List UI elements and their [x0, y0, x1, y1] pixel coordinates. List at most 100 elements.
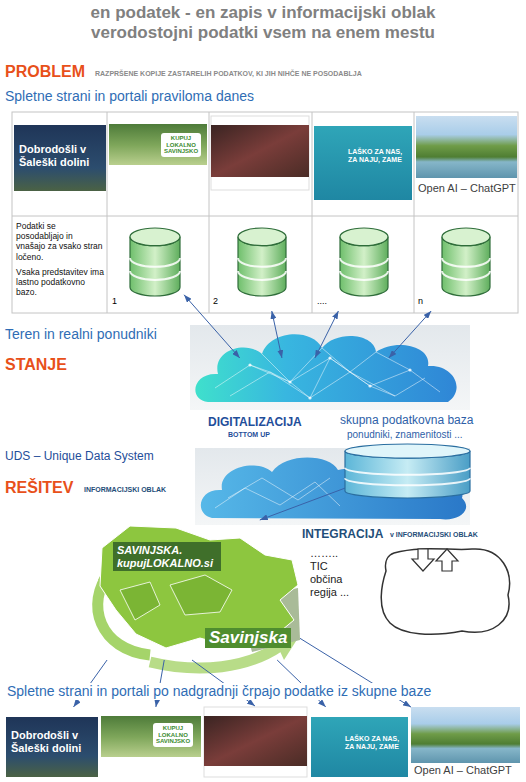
database-cylinder: n [416, 222, 492, 311]
website-screenshot: KUPUJ LOKALNO SAVINJSKO [109, 115, 207, 191]
screenshot-text: Dobrodošli v Šaleški dolini [19, 143, 101, 169]
cloud-illustration [288, 380, 291, 383]
database-symbol [345, 468, 470, 475]
website-screenshot: LAŠKO ZA NAS, ZA NAJU, ZAME [311, 707, 408, 777]
screenshot-text: Dobrodošli v Šaleški dolini [11, 729, 93, 755]
callout-number: n [418, 296, 423, 307]
database-subheading: ponudniki, znamenitosti ... [347, 429, 463, 441]
section-heading: PROBLEM [5, 62, 85, 81]
website-screenshot [204, 716, 307, 766]
callout-number: .... [317, 296, 327, 307]
database-symbol [340, 258, 388, 267]
database-symbol [130, 228, 180, 246]
table-grid [12, 112, 518, 313]
section-heading: STANJE [5, 355, 67, 374]
cloud-illustration [308, 396, 311, 399]
database-symbol [130, 271, 180, 280]
connector-arrow [315, 311, 339, 358]
table-grid [107, 112, 108, 313]
system-name: UDS – Unique Data System [5, 449, 154, 463]
row-heading: Spletne strani in portali praviloma dane… [5, 88, 254, 105]
screenshot-caption: Open AI – ChatGPT [418, 182, 517, 195]
cloud-illustration [230, 372, 425, 398]
website-screenshot: KUPUJ LOKALNO SAVINJSKO [101, 707, 201, 777]
screenshot-text: KUPUJ LOKALNO SAVINJSKO [153, 723, 193, 747]
section-note: INFORMACIJSKI OBLAK [84, 486, 166, 494]
map-illustration [100, 526, 298, 648]
cloud-illustration [195, 448, 470, 525]
integration-outline [381, 549, 509, 635]
database-symbol [416, 222, 492, 311]
database-heading: skupna podatkovna baza [340, 413, 473, 427]
website-screenshot: Open AI – ChatGPT [411, 707, 520, 780]
region-map: SAVINJSKA. kupujLOKALNO.siSavinjska [95, 520, 300, 660]
box-subheading: v INFORMACIJSKI OBLAK [390, 531, 478, 539]
box-list: …….. TIC občina regija ... [310, 547, 354, 599]
cloud-illustration [195, 334, 456, 402]
database-symbol [110, 222, 184, 311]
subtitle: verodostojni podatki vsem na enem mestu [0, 23, 526, 43]
cloud-illustration [408, 368, 411, 371]
database-symbol [345, 444, 472, 498]
table-grid [12, 112, 518, 313]
database-symbol [238, 228, 286, 246]
connector-arrow [260, 488, 345, 520]
connector-arrow [272, 311, 282, 358]
cloud-subheading: BOTTOM UP [228, 431, 270, 439]
screenshot-caption: Open AI – ChatGPT [414, 764, 518, 777]
database-symbol [442, 271, 490, 280]
box-heading: INTEGRACIJA [302, 527, 383, 541]
map-illustration [170, 575, 232, 615]
table-cell: Vsaka predstavitev ima lastno podatkovno… [16, 267, 104, 298]
website-screenshot [211, 125, 309, 177]
data-cloud: DIGITALIZACIJABOTTOM UP [232, 358, 450, 408]
website-screenshot [204, 707, 307, 777]
cloud-illustration [248, 363, 251, 366]
screenshot-text: LAŠKO ZA NAS, ZA NAJU, ZAME [345, 735, 403, 752]
database-cylinder: 1 [110, 222, 184, 311]
row-heading: Spletne strani in portali po nadgradnji … [5, 683, 433, 700]
database-cylinder: 2 [211, 222, 287, 311]
connector-arrow [389, 311, 431, 358]
cloud-heading: DIGITALIZACIJA [208, 415, 302, 429]
website-screenshot: Dobrodošli v Šaleški dolini [14, 115, 106, 191]
database-symbol [130, 258, 180, 267]
database-symbol [238, 271, 286, 280]
website-screenshot: Open AI – ChatGPT [416, 116, 517, 198]
database-symbol [340, 228, 388, 246]
database-symbol [345, 444, 470, 458]
website-screenshot [211, 116, 309, 190]
database-symbol [442, 258, 490, 267]
table-grid [414, 112, 415, 313]
website-screenshot: Dobrodošli v Šaleški dolini [6, 707, 98, 777]
connector-arrow [184, 295, 240, 358]
table-grid [12, 216, 518, 217]
database-symbol [211, 222, 287, 311]
integration-box: INTEGRACIJAv INFORMACIJSKI OBLAK…….. TIC… [302, 543, 516, 637]
map-banner: Savinjska [205, 628, 291, 648]
database-symbol [345, 478, 470, 485]
table-cell: Podatki se posodabljajo in vnašajo za vs… [16, 221, 104, 262]
cloud-illustration [190, 325, 470, 410]
screenshot-text: KUPUJ LOKALNO SAVINJSKO [161, 133, 201, 157]
page-title: en podatek - en zapis v informacijski ob… [0, 3, 526, 23]
map-banner: SAVINJSKA. kupujLOKALNO.si [113, 542, 221, 571]
cloud-illustration [215, 348, 440, 398]
cloud-illustration [215, 478, 340, 508]
website-screenshot: LAŠKO ZA NAS, ZA NAJU, ZAME [314, 116, 412, 200]
database-cylinder: .... [315, 222, 391, 311]
callout-number: 1 [112, 296, 117, 307]
cloud-illustration [368, 384, 371, 387]
integration-outline [412, 549, 434, 571]
row-heading: Teren in realni ponudniki [5, 326, 157, 343]
database-symbol [340, 271, 388, 280]
map-illustration [120, 582, 160, 620]
cloud-illustration [228, 478, 330, 500]
callout-number: 2 [213, 296, 218, 307]
cloud-illustration [262, 348, 410, 382]
table-grid [209, 112, 210, 313]
integration-outline [436, 549, 458, 571]
database-symbol [238, 258, 286, 267]
